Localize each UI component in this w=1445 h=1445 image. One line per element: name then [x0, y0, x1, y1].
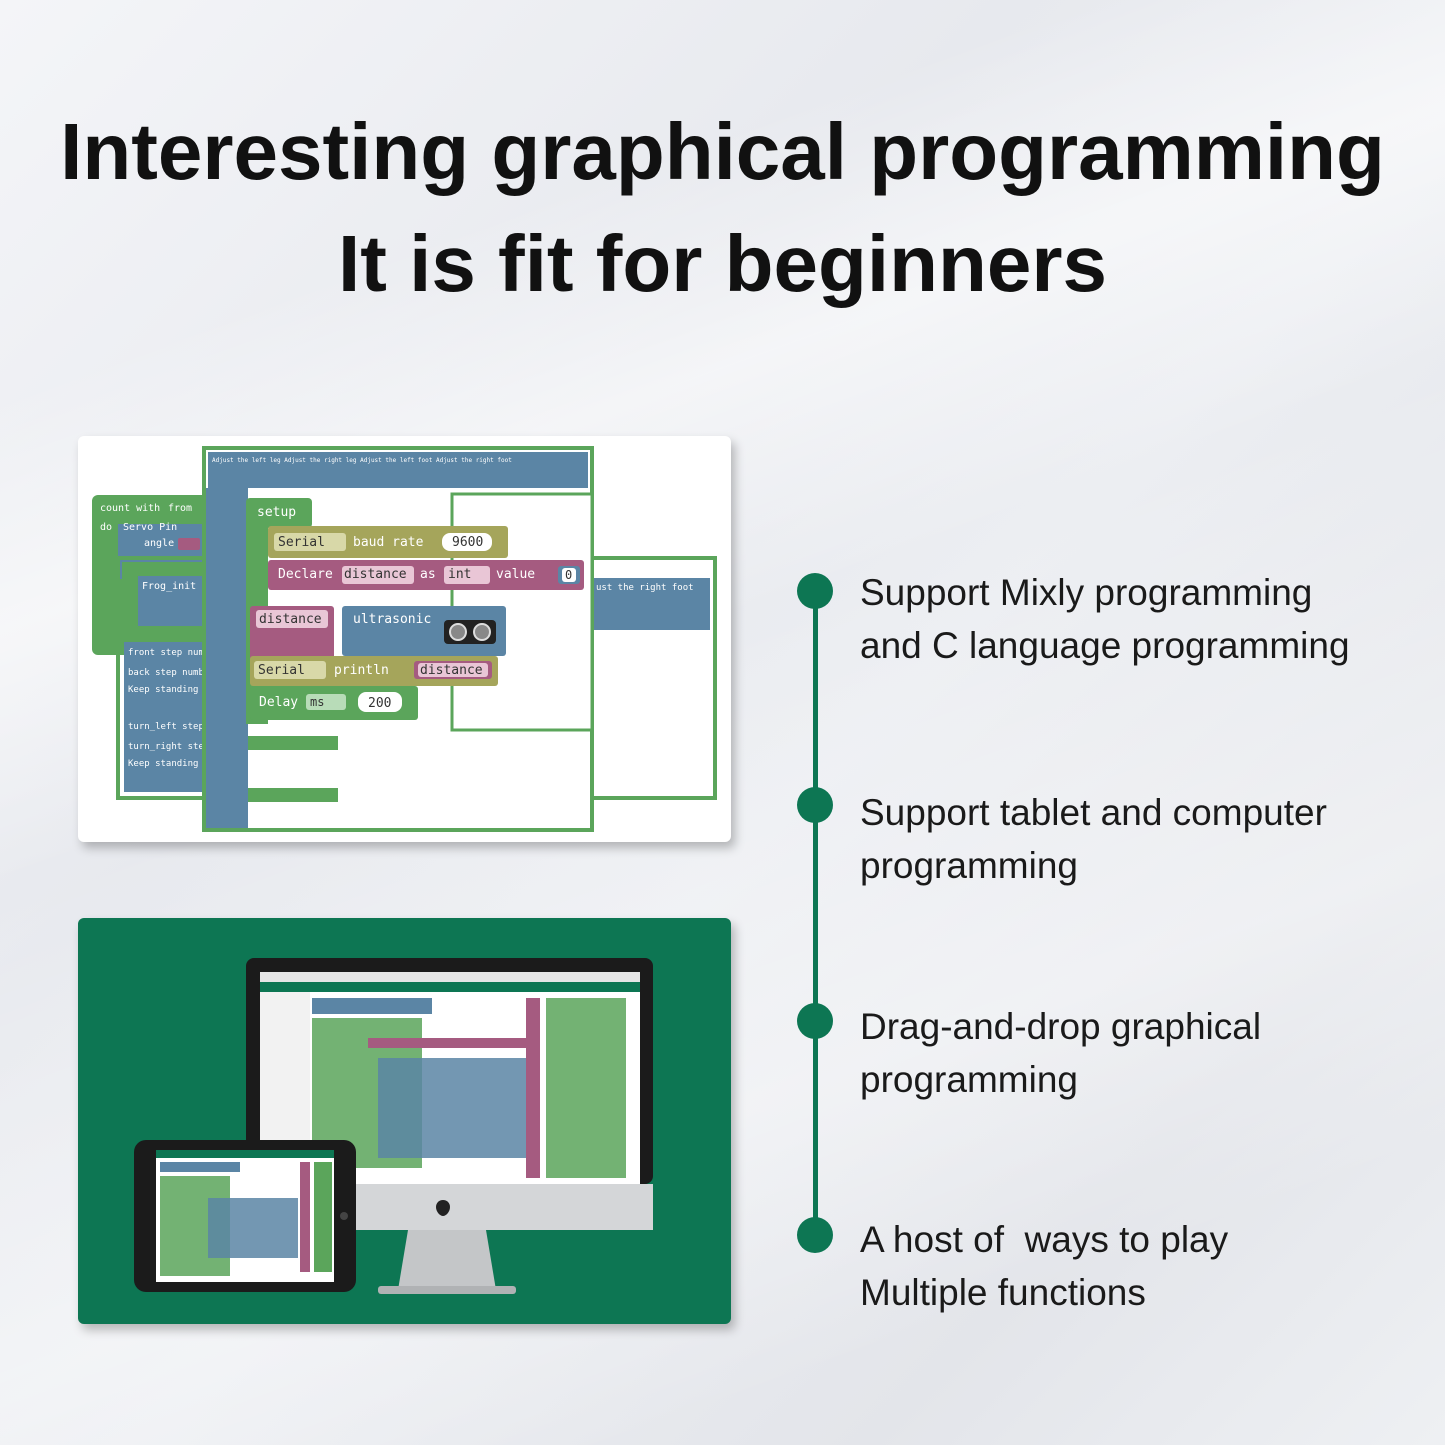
tablet-home-button: [340, 1212, 348, 1220]
baud-rate-label: baud rate: [353, 535, 424, 550]
println-arg-chip: [418, 663, 488, 677]
feature-4-line-1: A host of ways to play: [860, 1219, 1229, 1260]
baud-rate-field: [442, 533, 492, 551]
bg-turn-right-text: turn_right step: [128, 742, 209, 752]
delay-unit: ms: [310, 695, 324, 709]
bg-turn-left-text: turn_left step: [128, 722, 204, 732]
devices-illustration: [134, 958, 653, 1294]
bg-from-text: from: [168, 503, 192, 514]
timeline-dot-4: [797, 1217, 833, 1253]
declare-label: Declare: [278, 567, 333, 582]
delay-value-field: [358, 692, 402, 712]
bg-front-step-text: front step number: [128, 648, 221, 658]
bg-do-text: do: [100, 522, 112, 533]
feature-item-1: Support Mixly programming and C language…: [860, 566, 1420, 672]
assign-var-chip: [256, 610, 328, 628]
bg-header-adjust: [208, 452, 588, 488]
apple-logo-icon: [436, 1200, 450, 1216]
bg-count-row-1: [248, 736, 338, 750]
blocks-workspace-card: count with from do Servo Pin angle Frog_…: [78, 436, 731, 842]
serial-label: Serial: [278, 535, 325, 550]
feature-3-line-1: Drag-and-drop graphical: [860, 1006, 1262, 1047]
bg-adjust-right-text: ust the right foot: [596, 583, 694, 593]
feature-item-3: Drag-and-drop graphical programming: [860, 1000, 1420, 1106]
feature-3-line-2: programming: [860, 1059, 1078, 1100]
timeline-dot-3: [797, 1003, 833, 1039]
setup-block: [246, 498, 312, 528]
timeline-line: [813, 590, 818, 1236]
bg-servo-pin-text: Servo Pin: [123, 522, 177, 533]
feature-2-line-2: programming: [860, 845, 1078, 886]
value-label: value: [496, 567, 535, 582]
declare-var-name: distance: [344, 567, 407, 582]
println-label: println: [334, 663, 389, 678]
bg-count-with-text: count with: [100, 503, 160, 514]
type-dropdown: [444, 566, 490, 584]
bg-frog-init-text: Frog_init: [142, 581, 196, 592]
bg-back-step-text: back step number: [128, 668, 215, 678]
delay-unit-dropdown: [306, 694, 346, 710]
feature-1-line-1: Support Mixly programming: [860, 572, 1313, 613]
bg-block-adjust-right: [594, 578, 710, 630]
init-value-field: [562, 568, 576, 582]
timeline-dot-1: [797, 573, 833, 609]
headline-line-1: Interesting graphical programming: [60, 107, 1385, 196]
delay-label: Delay: [259, 695, 298, 710]
feature-2-line-1: Support tablet and computer: [860, 792, 1327, 833]
timeline-dot-2: [797, 787, 833, 823]
assign-var-name: distance: [259, 612, 322, 627]
baud-rate-value: 9600: [452, 535, 483, 550]
bg-left-column: [206, 488, 248, 828]
bg-keep-standing-text-2: Keep standing: [128, 759, 198, 769]
serial-dropdown: [274, 533, 346, 551]
feature-1-line-2: and C language programming: [860, 625, 1350, 666]
println-serial-dropdown: [254, 661, 326, 679]
headline-line-2: It is fit for beginners: [338, 219, 1107, 308]
bg-keep-standing-text: Keep standing: [128, 685, 198, 695]
declare-var-chip: [342, 566, 414, 584]
feature-item-2: Support tablet and computer programming: [860, 786, 1420, 892]
blocks-workspace-illustration: count with from do Servo Pin angle Frog_…: [92, 446, 717, 832]
devices-card: [78, 918, 731, 1324]
bg-angle-value: [178, 538, 200, 550]
println-serial-label: Serial: [258, 663, 305, 678]
bg-block-steps: [124, 642, 214, 792]
as-label: as: [420, 567, 436, 582]
monitor-stand: [398, 1230, 496, 1290]
feature-item-4: A host of ways to play Multiple function…: [860, 1213, 1420, 1319]
println-arg-name: distance: [420, 663, 483, 678]
ultrasonic-label: ultrasonic: [353, 612, 431, 627]
bg-count-row-2: [248, 788, 338, 802]
bg-header-text: Adjust the left leg Adjust the right leg…: [212, 457, 512, 464]
feature-4-line-2: Multiple functions: [860, 1272, 1146, 1313]
setup-label: setup: [257, 505, 296, 520]
delay-value: 200: [368, 696, 391, 711]
bg-angle-text: angle: [144, 538, 174, 549]
type-value: int: [448, 567, 471, 582]
init-value: 0: [565, 568, 572, 582]
